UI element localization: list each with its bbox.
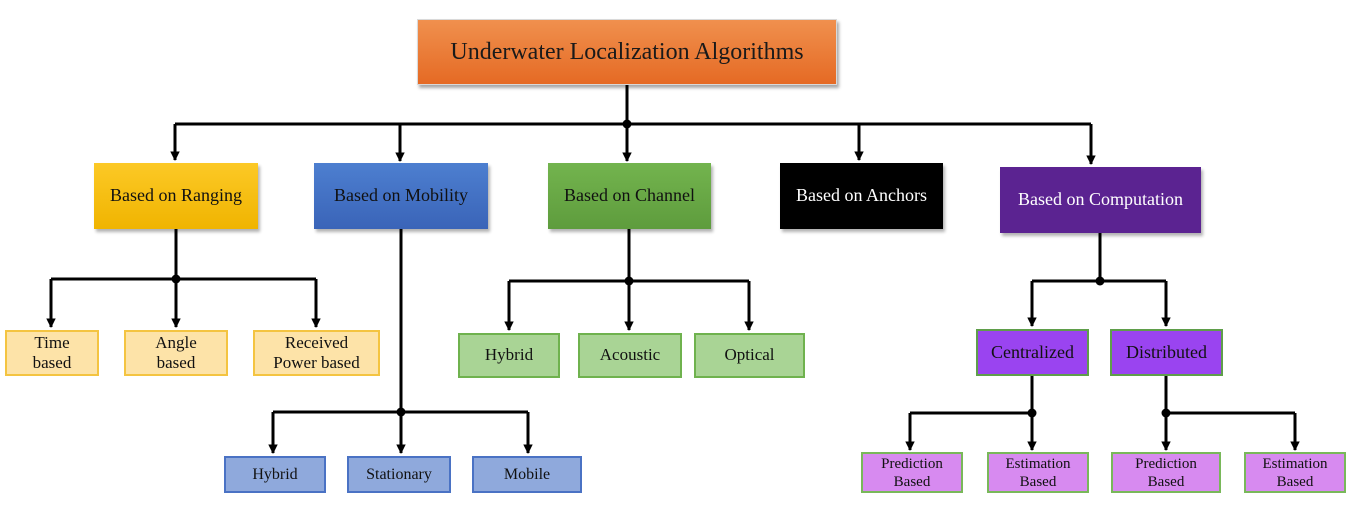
category-anchors-label: Based on Anchors: [796, 185, 927, 206]
category-computation-label: Based on Computation: [1018, 189, 1183, 210]
node-centralized-label: Centralized: [991, 341, 1074, 362]
leaf-centralized-prediction: Prediction Based: [861, 452, 963, 493]
leaf-acoustic: Acoustic: [578, 333, 682, 378]
node-distributed-label: Distributed: [1126, 341, 1207, 362]
leaf-received-power-based-label: Received Power based: [273, 332, 360, 372]
leaf-mobile-label: Mobile: [503, 465, 551, 483]
category-mobility: Based on Mobility: [314, 163, 488, 229]
leaf-angle-based: Angle based: [124, 330, 228, 376]
category-channel: Based on Channel: [548, 163, 711, 229]
leaf-distributed-prediction: Prediction Based: [1111, 452, 1221, 493]
leaf-centralized-estimation-label: Estimation Based: [1005, 455, 1071, 490]
category-ranging-label: Based on Ranging: [110, 185, 242, 206]
leaf-channel-hybrid: Hybrid: [458, 333, 560, 378]
leaf-time-based-label: Time based: [32, 332, 72, 372]
root-label: Underwater Localization Algorithms: [450, 38, 804, 65]
leaf-stationary-label: Stationary: [366, 465, 432, 483]
leaf-centralized-prediction-label: Prediction Based: [881, 455, 943, 490]
category-computation: Based on Computation: [1000, 167, 1201, 233]
leaf-channel-hybrid-label: Hybrid: [484, 345, 534, 365]
leaf-angle-based-label: Angle based: [155, 332, 197, 372]
leaf-distributed-estimation-label: Estimation Based: [1262, 455, 1328, 490]
leaf-time-based: Time based: [5, 330, 99, 376]
category-channel-label: Based on Channel: [564, 185, 695, 206]
leaf-mobile: Mobile: [472, 456, 582, 493]
leaf-mobility-hybrid-label: Hybrid: [252, 465, 298, 483]
leaf-centralized-estimation: Estimation Based: [987, 452, 1089, 493]
category-anchors: Based on Anchors: [780, 163, 943, 229]
root-node: Underwater Localization Algorithms: [417, 19, 837, 85]
leaf-acoustic-label: Acoustic: [599, 345, 661, 365]
leaf-distributed-estimation: Estimation Based: [1244, 452, 1346, 493]
category-mobility-label: Based on Mobility: [334, 185, 468, 206]
leaf-received-power-based: Received Power based: [253, 330, 380, 376]
leaf-mobility-hybrid: Hybrid: [224, 456, 326, 493]
category-ranging: Based on Ranging: [94, 163, 258, 229]
leaf-optical-label: Optical: [724, 345, 775, 365]
node-centralized: Centralized: [976, 329, 1089, 376]
node-distributed: Distributed: [1110, 329, 1223, 376]
leaf-stationary: Stationary: [347, 456, 451, 493]
leaf-distributed-prediction-label: Prediction Based: [1135, 455, 1197, 490]
leaf-optical: Optical: [694, 333, 805, 378]
